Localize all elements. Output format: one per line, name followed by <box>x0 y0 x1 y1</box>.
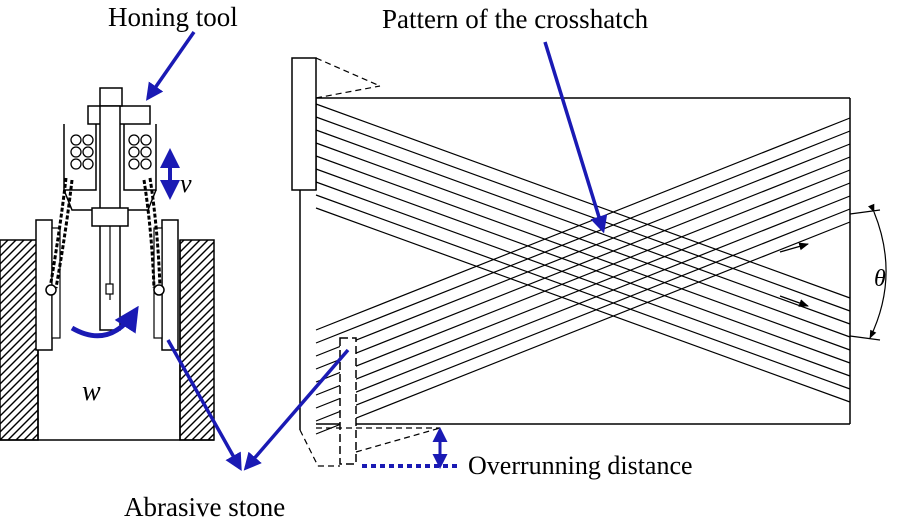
crosshatch-drawing <box>291 57 887 469</box>
crosshatch-line <box>315 143 851 357</box>
angle-symbol: θ <box>874 266 886 292</box>
angle-arrow-upper-icon <box>779 242 809 253</box>
crosshatch-pattern-label: Pattern of the crosshatch <box>382 4 649 34</box>
crosshatch-line <box>315 155 851 351</box>
crosshatch-line <box>315 181 851 377</box>
crosshatch-line <box>315 194 851 390</box>
crosshatch-line <box>315 182 851 396</box>
angle-arrow-lower-icon <box>779 295 809 307</box>
abrasive-stone-top <box>291 57 317 191</box>
velocity-symbol: v <box>180 169 192 198</box>
abrasive-stone-pointer-left-icon <box>166 339 242 472</box>
linkage-arms <box>48 177 162 289</box>
crosshatch-pointer-icon <box>543 41 608 234</box>
crosshatch-line <box>315 117 851 331</box>
crosshatch-lines-descending <box>315 103 851 403</box>
crosshatch-line <box>315 207 851 403</box>
crosshatch-line <box>315 130 851 344</box>
rotation-symbol: w <box>82 376 101 407</box>
pivot-pin-left <box>45 284 57 296</box>
crosshatch-line <box>315 156 851 370</box>
crosshatch-line <box>315 195 851 409</box>
crosshatch-line <box>315 103 851 299</box>
crosshatch-line <box>315 208 851 422</box>
crosshatch-lines-ascending <box>315 117 851 435</box>
crosshatch-line <box>315 129 851 325</box>
spring-coils <box>70 134 152 170</box>
abrasive-stone-bottom <box>339 337 357 465</box>
abrasive-stone-label: Abrasive stone <box>124 492 285 522</box>
honing-tool-pointer-icon <box>145 30 196 101</box>
abrasive-stone-pointer-right-icon <box>243 348 350 471</box>
angle-arc-icon <box>868 203 887 339</box>
crosshatch-line <box>315 169 851 383</box>
crosshatch-line <box>315 142 851 338</box>
stone-holder-right <box>161 219 179 351</box>
crosshatch-line <box>315 221 851 435</box>
honing-tool-drawing <box>0 87 215 441</box>
pivot-pin-right <box>153 284 165 296</box>
workpiece-wall-left <box>0 239 39 441</box>
honing-tool-label: Honing tool <box>108 2 238 32</box>
overrunning-distance-label: Overrunning distance <box>468 451 693 480</box>
crosshatch-line <box>315 116 851 312</box>
crosshatch-line <box>315 168 851 364</box>
rotation-arrow-icon <box>70 305 139 339</box>
